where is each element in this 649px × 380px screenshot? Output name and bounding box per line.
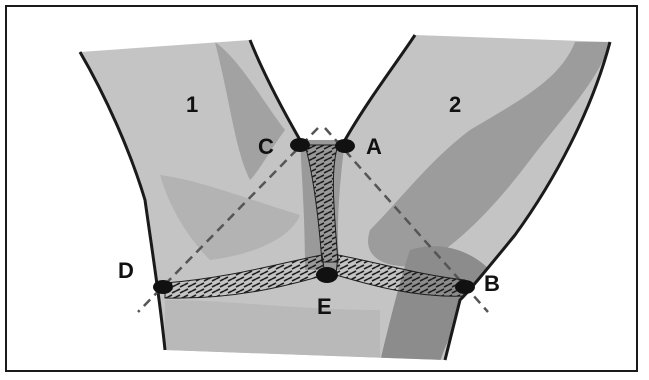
point-b-marker [455,280,475,294]
region-1-label: 1 [186,92,198,117]
point-e-label: E [317,294,332,319]
point-e-marker [316,267,338,283]
point-a-marker [335,139,355,153]
point-a-label: A [366,134,382,159]
point-b-label: B [484,271,500,296]
point-d-label: D [118,258,134,283]
point-c-label: C [258,134,274,159]
point-d-marker [153,280,173,294]
region-2-label: 2 [449,92,461,117]
point-c-marker [290,138,310,152]
